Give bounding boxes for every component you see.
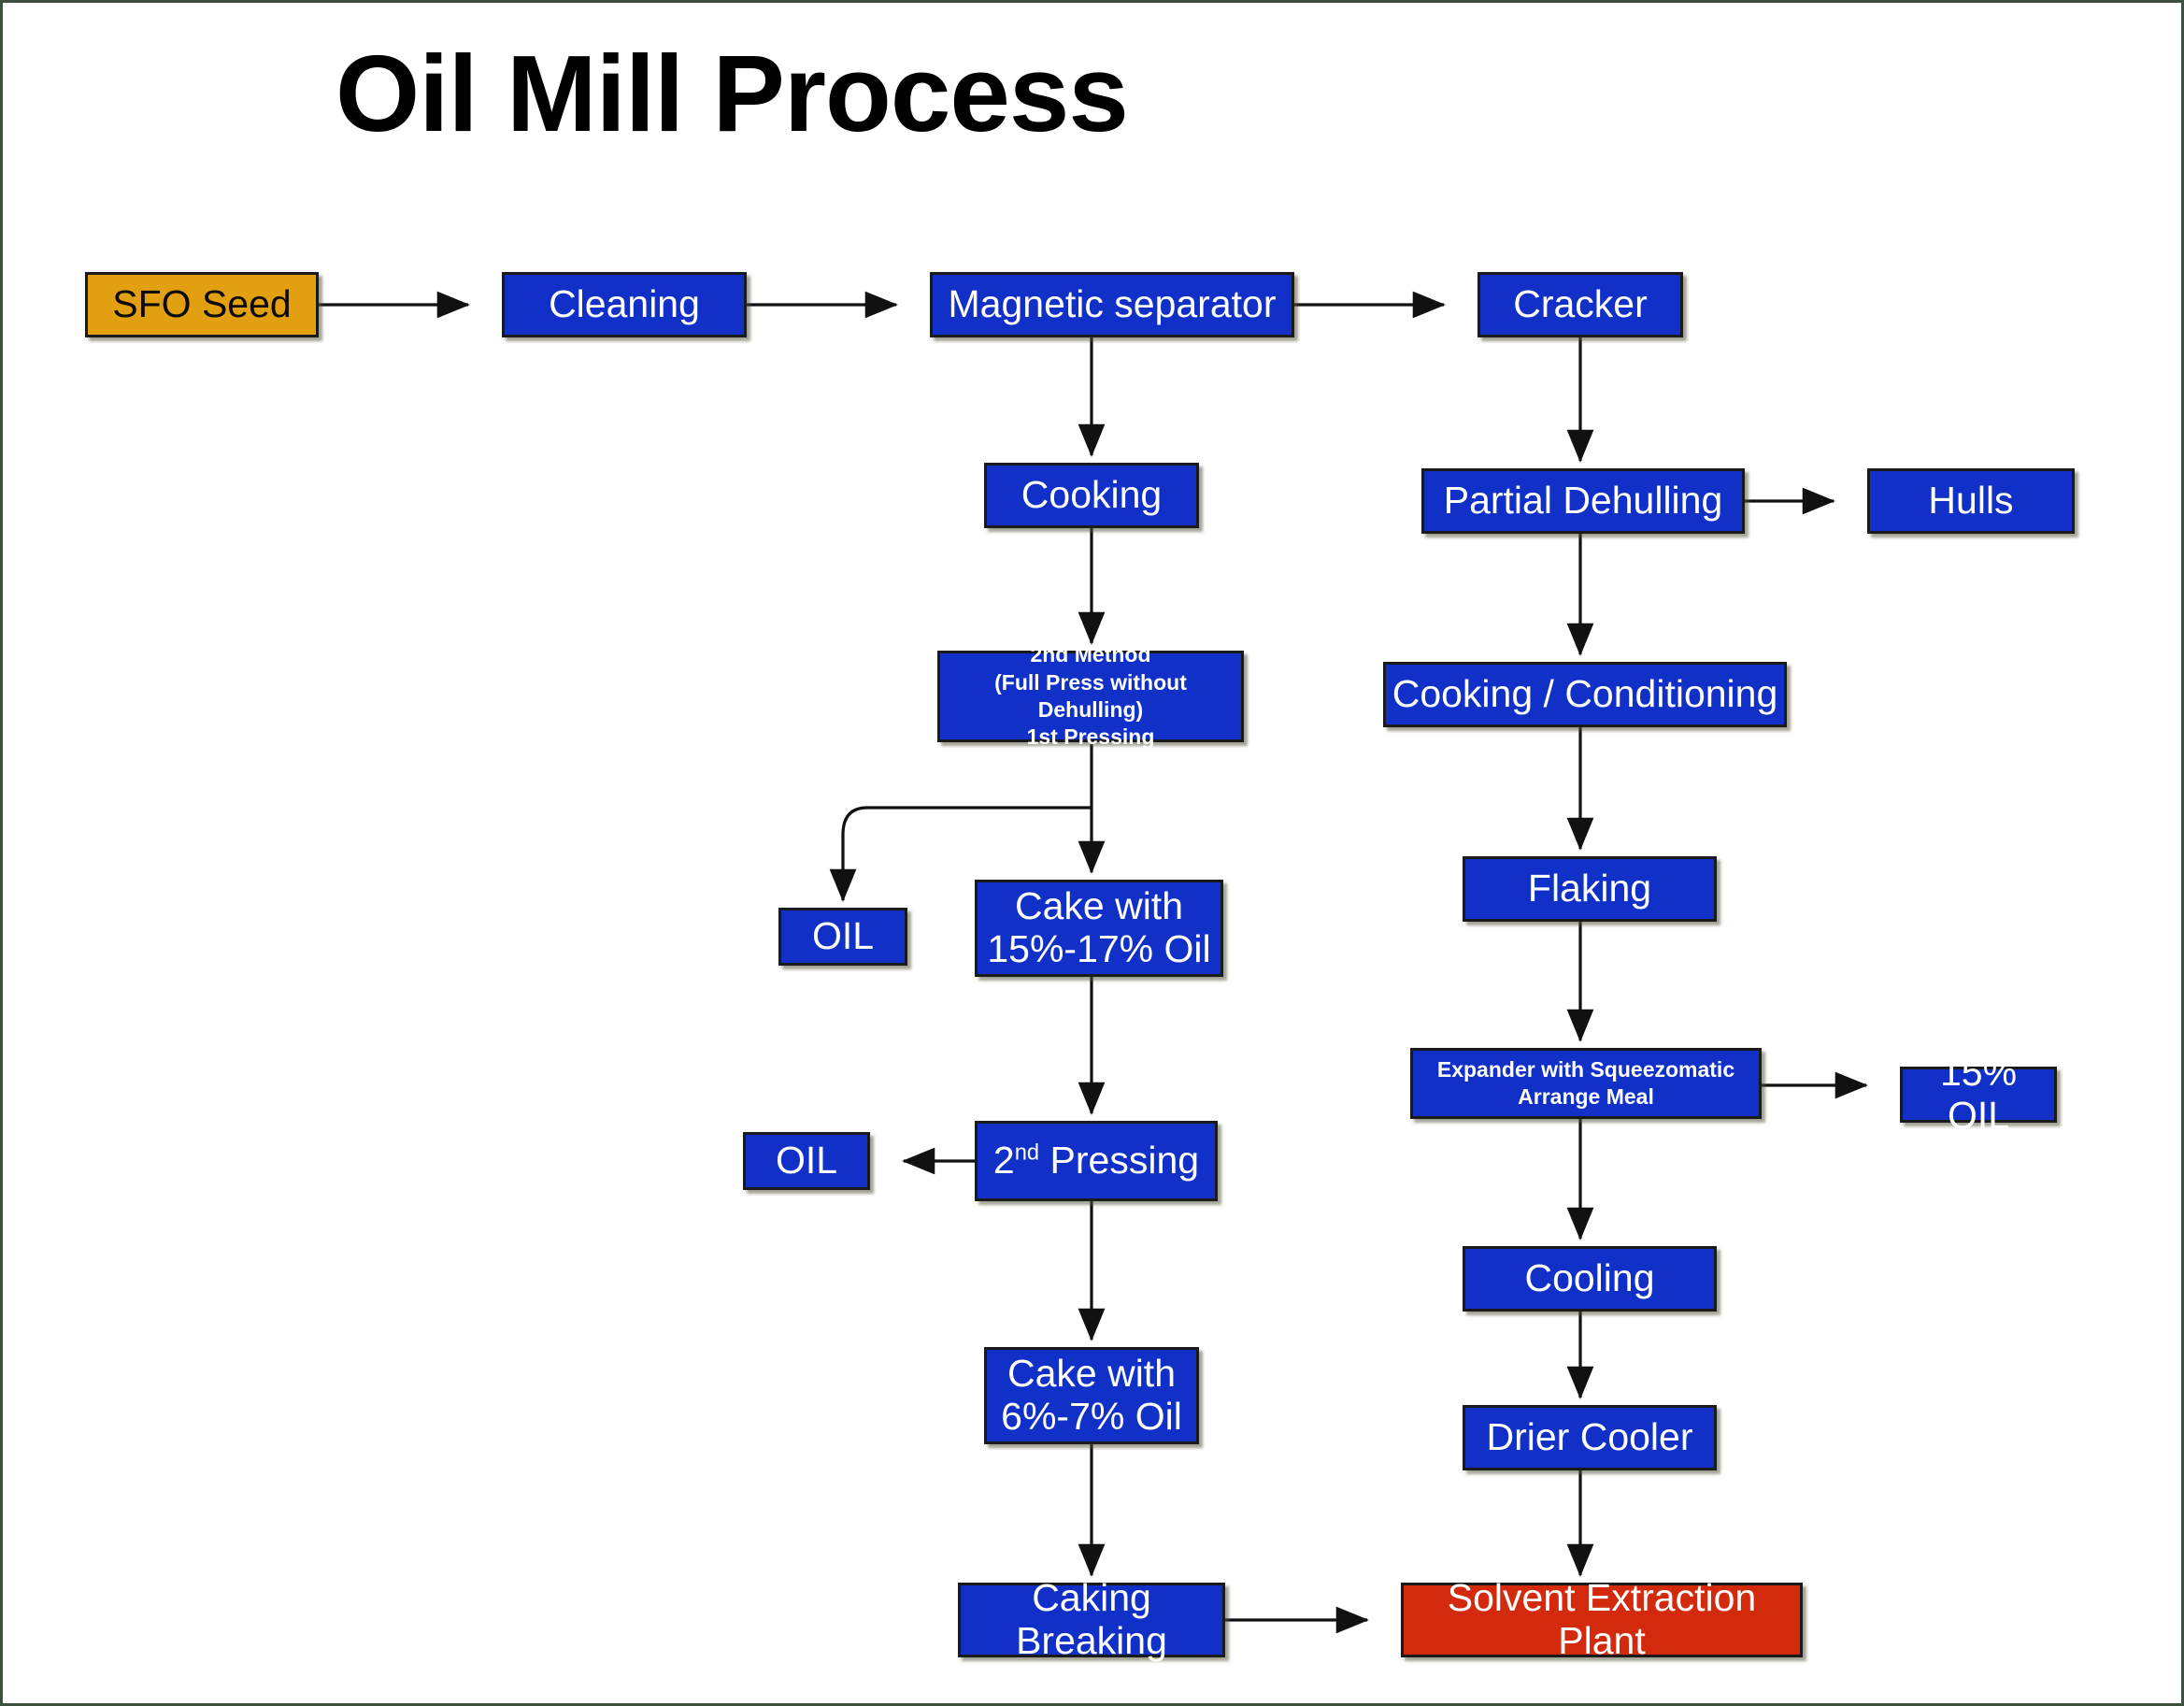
node-flaking[interactable]: Flaking (1463, 856, 1717, 922)
node-label: Flaking (1527, 867, 1652, 910)
edge-method2-oil1 (829, 806, 1092, 902)
node-partial-dehulling[interactable]: Partial Dehulling (1421, 468, 1745, 534)
node-cake-15-17-oil[interactable]: Cake with 15%-17% Oil (975, 880, 1223, 977)
node-oil-second-pressing[interactable]: OIL (743, 1132, 870, 1190)
node-label: Cake with 15%-17% Oil (987, 884, 1211, 970)
node-label: Solvent Extraction Plant (1447, 1576, 1757, 1662)
node-cracker[interactable]: Cracker (1477, 272, 1683, 337)
node-label: SFO Seed (112, 282, 292, 326)
node-oil-first-pressing[interactable]: OIL (778, 908, 907, 966)
node-label: Drier Cooler (1486, 1415, 1693, 1459)
node-label: OIL (811, 914, 875, 958)
node-label: Cracker (1513, 282, 1648, 326)
node-label: 2nd Pressing (992, 1139, 1200, 1183)
node-cooking[interactable]: Cooking (984, 463, 1199, 528)
page-title: Oil Mill Process (335, 33, 1129, 154)
node-label: OIL (775, 1139, 838, 1183)
node-label: Hulls (1928, 479, 2014, 523)
node-sfo-seed[interactable]: SFO Seed (85, 272, 319, 337)
node-magnetic-separator[interactable]: Magnetic separator (930, 272, 1294, 337)
node-solvent-extraction-plant[interactable]: Solvent Extraction Plant (1401, 1576, 1803, 1662)
connector-layer (319, 291, 1868, 1634)
node-cake-6-7-oil[interactable]: Cake with 6%-7% Oil (984, 1347, 1199, 1444)
node-second-method[interactable]: 2nd Method (Full Press without Dehulling… (937, 642, 1244, 749)
node-label: Expander with Squeezomatic Arrange Meal (1436, 1056, 1735, 1109)
node-label: Magnetic separator (948, 282, 1277, 326)
node-label: Caking Breaking (1016, 1576, 1167, 1662)
node-label: Cooking / Conditioning (1392, 672, 1778, 716)
node-hulls[interactable]: Hulls (1867, 468, 2075, 534)
node-drier-cooler[interactable]: Drier Cooler (1463, 1405, 1717, 1470)
node-oil-15-percent[interactable]: 15% OIL (1900, 1051, 2057, 1137)
node-cooking-conditioning[interactable]: Cooking / Conditioning (1383, 662, 1787, 727)
node-second-pressing[interactable]: 2nd Pressing (975, 1121, 1218, 1201)
node-label: Cooking (1021, 473, 1163, 517)
node-label: Partial Dehulling (1443, 479, 1723, 523)
node-label: 15% OIL (1939, 1051, 2018, 1137)
node-label: Cleaning (549, 282, 700, 326)
node-expander-squeezomatic[interactable]: Expander with Squeezomatic Arrange Meal (1410, 1048, 1762, 1119)
node-label: Cooling (1524, 1256, 1655, 1300)
node-label: 2nd Method (Full Press without Dehulling… (994, 642, 1187, 750)
node-label: Cake with 6%-7% Oil (1001, 1352, 1182, 1438)
node-cooling[interactable]: Cooling (1463, 1246, 1717, 1312)
node-caking-breaking[interactable]: Caking Breaking (958, 1576, 1225, 1662)
node-cleaning[interactable]: Cleaning (502, 272, 747, 337)
